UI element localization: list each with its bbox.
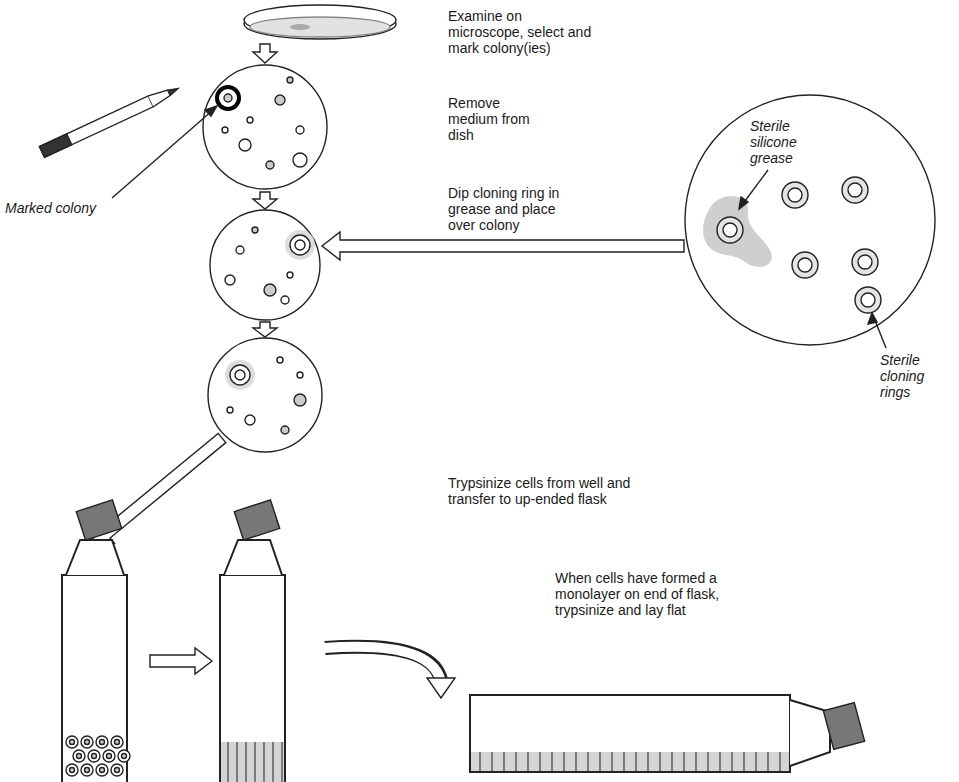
- colony: [297, 372, 303, 378]
- colony: [264, 284, 276, 296]
- step-arrow: [324, 647, 455, 698]
- upright-flask: [220, 500, 285, 782]
- cloning-ring: [285, 230, 315, 260]
- dish-top-view: [210, 210, 320, 320]
- colony: [245, 415, 255, 425]
- cloning-rings: [717, 177, 881, 313]
- silicone-grease: [703, 196, 772, 267]
- colony: [275, 95, 285, 105]
- colony: [287, 272, 293, 278]
- ring-dish: [685, 95, 935, 345]
- colony: [293, 153, 307, 167]
- cloning-ring: [842, 177, 868, 203]
- step-arrow: [150, 648, 212, 674]
- colony: [296, 126, 304, 134]
- marker-pen: [39, 83, 180, 157]
- colony: [281, 426, 289, 434]
- cell-monolayer: [228, 742, 282, 782]
- colony: [247, 117, 253, 123]
- step-note: Trypsinize cells from well and transfer …: [448, 475, 666, 507]
- cell-monolayer: [480, 752, 780, 771]
- colony: [277, 357, 283, 363]
- colony: [225, 275, 235, 285]
- step-note: Dip cloning ring in grease and place ove…: [448, 185, 586, 233]
- colony: [287, 77, 293, 83]
- part-label: Sterile silicone grease: [750, 118, 812, 166]
- lying-flask: [470, 695, 865, 772]
- colony: [222, 127, 228, 133]
- colony: [294, 394, 306, 406]
- part-label: Sterile cloning rings: [880, 352, 942, 400]
- step-arrow: [253, 192, 277, 209]
- colony: [239, 139, 251, 151]
- step-note: Remove medium from dish: [448, 95, 546, 143]
- dish-top-view: [208, 338, 322, 452]
- upright-flask: [62, 500, 127, 782]
- transfer-arrow: [322, 232, 684, 260]
- cells: [66, 736, 130, 776]
- step-arrow: [253, 44, 277, 63]
- marked-colony: [217, 87, 239, 109]
- colony: [266, 161, 274, 169]
- colony: [281, 296, 289, 304]
- colony: [227, 407, 233, 413]
- colony: [252, 227, 258, 233]
- transfer-arrow: [83, 428, 231, 556]
- cloning-ring: [855, 287, 881, 313]
- petri-dish: [244, 5, 396, 39]
- cloning-ring: [852, 249, 878, 275]
- cloning-ring: [717, 217, 743, 243]
- cloning-ring: [792, 252, 818, 278]
- colony: [236, 246, 244, 254]
- step-arrow: [253, 322, 277, 337]
- step-note: When cells have formed a monolayer on en…: [555, 570, 747, 618]
- dish-top-view: [203, 65, 327, 189]
- leader-line: [112, 110, 213, 198]
- part-label: Marked colony: [5, 200, 115, 216]
- cloning-ring: [225, 360, 255, 390]
- cloning-ring: [782, 182, 808, 208]
- step-note: Examine on microscope, select and mark c…: [448, 8, 600, 56]
